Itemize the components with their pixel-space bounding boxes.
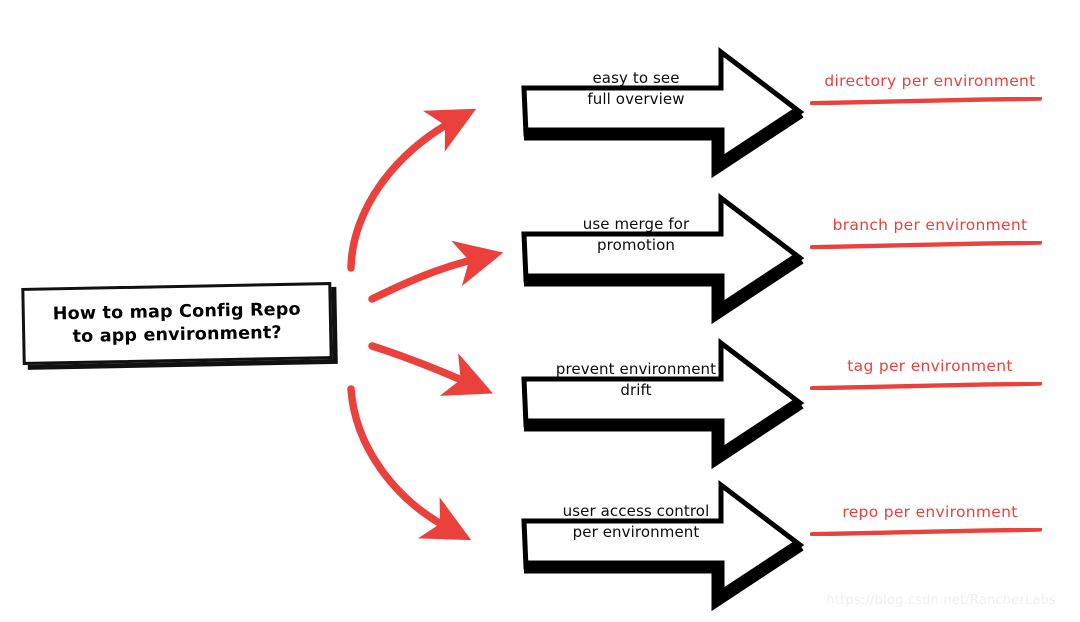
block-arrow-2: use merge for promotion bbox=[518, 188, 808, 325]
strategy-text-1: directory per environment bbox=[824, 72, 1036, 90]
block-arrow-label-1: easy to see full overview bbox=[587, 69, 685, 108]
block-arrow-label-3: prevent environment drift bbox=[555, 360, 717, 399]
block-arrow-label-2: use merge for promotion bbox=[582, 215, 690, 254]
underline-stroke-icon bbox=[810, 382, 1042, 390]
strategy-text-3: tag per environment bbox=[847, 357, 1013, 375]
underline-stroke-icon bbox=[810, 97, 1042, 105]
block-arrow-shape-icon bbox=[521, 46, 805, 179]
connector-to-branch-2 bbox=[368, 240, 504, 303]
block-arrow-shape-icon bbox=[521, 192, 805, 325]
block-arrow-1: easy to see full overview bbox=[518, 42, 808, 179]
block-arrow-3: prevent environment drift bbox=[518, 333, 808, 470]
question-box: How to map Config Repo to app environmen… bbox=[21, 282, 333, 365]
connector-to-branch-3 bbox=[368, 342, 494, 396]
connector-to-branch-4 bbox=[347, 385, 472, 541]
block-arrow-4: user access control per environment bbox=[518, 475, 808, 612]
connector-to-branch-1 bbox=[347, 108, 477, 272]
strategy-label-4: repo per environment bbox=[800, 503, 1060, 536]
strategy-label-2: branch per environment bbox=[800, 216, 1060, 249]
block-arrow-label-4: user access control per environment bbox=[562, 502, 710, 541]
strategy-label-3: tag per environment bbox=[800, 357, 1060, 390]
block-arrow-shape-icon bbox=[521, 337, 805, 470]
page-title: How to map Config Repo to app environmen… bbox=[52, 299, 301, 347]
strategy-text-4: repo per environment bbox=[842, 503, 1018, 521]
strategy-label-1: directory per environment bbox=[800, 72, 1060, 105]
watermark: https://blog.csdn.net/RancherLabs bbox=[826, 593, 1056, 608]
strategy-text-2: branch per environment bbox=[832, 216, 1028, 234]
underline-stroke-icon bbox=[810, 528, 1042, 536]
block-arrow-shape-icon bbox=[521, 479, 805, 612]
underline-stroke-icon bbox=[810, 241, 1042, 249]
